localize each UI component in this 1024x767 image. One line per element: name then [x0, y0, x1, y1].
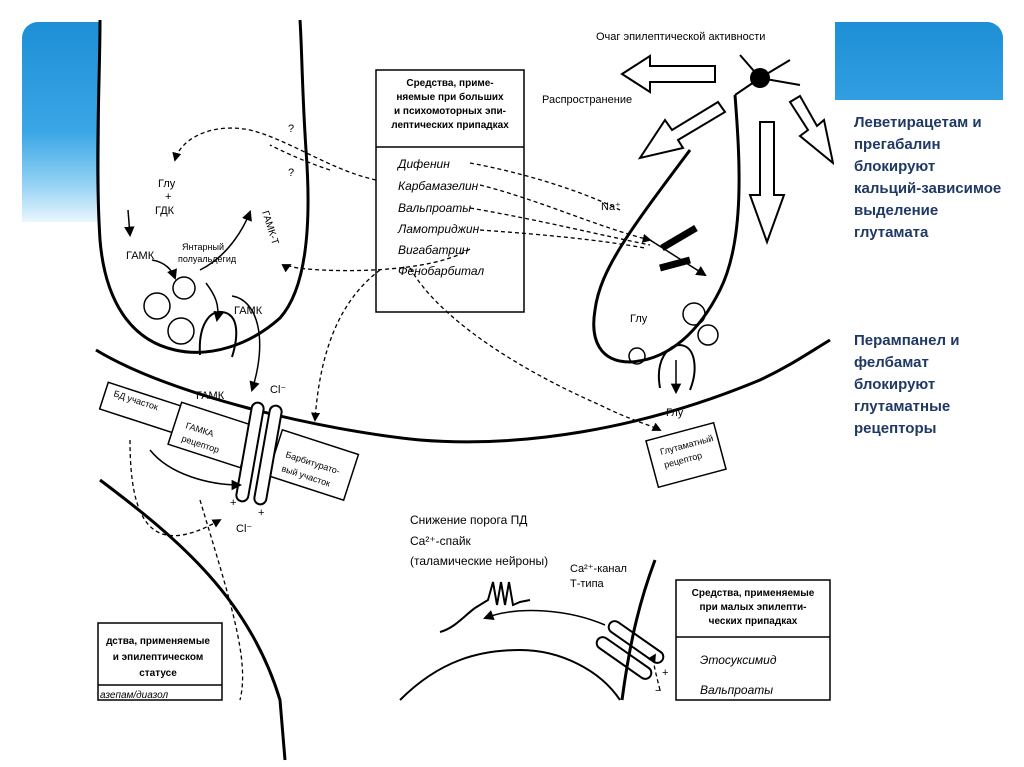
gaba-label-2: ГАМК [234, 305, 263, 317]
box-major-drugs [375, 69, 525, 313]
spread-arrow [748, 121, 786, 245]
na-channel [659, 256, 691, 272]
box-major-header-1: Средства, приме- [406, 78, 493, 89]
drug-carbamazepine: Карбамазелин [398, 179, 479, 193]
ca-t-channel [607, 620, 665, 664]
synapse-diagram: Очаг эпилептической активности Распростр… [95, 19, 834, 761]
question-1: ? [288, 123, 294, 135]
vesicle [697, 324, 719, 346]
chloride-channel [253, 404, 283, 506]
gdk-label: ГДК [155, 205, 175, 217]
chloride-channel [235, 401, 265, 503]
chloride-label-2: Cl⁻ [236, 523, 252, 535]
vesicle [143, 292, 171, 320]
postsynaptic-membrane [95, 338, 831, 444]
box-status-header-1: дства, применяемые [106, 636, 210, 647]
drug-difenin: Дифенин [396, 157, 450, 171]
bd-site [98, 381, 186, 435]
drug-vigabatrin: Вигабатрин [398, 243, 469, 257]
chloride-label: Cl⁻ [270, 384, 286, 396]
glutamate-terminal [592, 94, 741, 364]
drug-lamotrigine: Ламотриджин [397, 222, 480, 236]
drug-phenobarbital: Фенобарбитал [398, 264, 484, 278]
spread-arrow [620, 54, 716, 94]
question-2: ? [288, 167, 294, 179]
na-channel [660, 224, 698, 252]
spike-label: Ca²⁺-спайк [410, 534, 472, 548]
glu-cleft-label: Глу [666, 407, 684, 419]
note-release-blockers: Леветирацетам и прегабалин блокируют кал… [854, 114, 1002, 241]
vesicle [172, 276, 196, 300]
box-minor-header-3: ческих припадках [709, 616, 798, 627]
plus-sign: + [165, 191, 171, 203]
drug-valproate-minor: Вальпроаты [700, 683, 773, 697]
minus-sign: − [655, 685, 661, 697]
vesicle [167, 317, 195, 345]
box-status-drug: азепам/диазол [100, 690, 168, 701]
semialdehyde-2: полуальдегид [178, 254, 237, 264]
note-receptor-blockers: Перампанел и фелбамат блокируют глутамат… [854, 332, 960, 437]
plus-sign-2: + [230, 497, 236, 509]
decor-band-left [22, 22, 100, 222]
box-minor-header-2: при малых эпилепти- [699, 602, 806, 613]
drug-ethosuximide: Этосуксимид [700, 653, 777, 667]
spread-label: Распространение [542, 94, 632, 106]
threshold-label: Снижение порога ПД [410, 513, 527, 527]
transaminase-label: ГАМК-Т [259, 210, 280, 247]
thalamic-membrane [620, 559, 657, 701]
na-label: Na⁺ [601, 201, 621, 213]
drug-valproate: Вальпроаты [398, 201, 471, 215]
plus-sign-3: + [258, 507, 264, 519]
ca-t-channel [595, 636, 653, 680]
box-minor-drugs [675, 579, 831, 701]
spread-arrow [788, 94, 834, 166]
cell-body-left [99, 478, 287, 761]
box-status-header-2: и эпилептическом [113, 652, 204, 663]
box-minor-header-1: Средства, применяемые [692, 588, 815, 599]
notes-panel [835, 100, 1003, 745]
box-major-header-4: лептических припадках [391, 120, 509, 131]
channel-label-1: Ca²⁺-канал [570, 563, 627, 575]
exocytosis-vesicle [657, 343, 696, 391]
glu-label: Глу [158, 178, 176, 190]
presynaptic-terminal [96, 19, 310, 354]
box-major-header-3: и психомоторных эпи- [394, 106, 506, 117]
gaba-label: ГАМК [126, 250, 155, 262]
box-status-header-3: статусе [139, 668, 177, 679]
vesicle [628, 347, 646, 365]
channel-label-2: Т-типа [570, 578, 605, 590]
box-major-header-2: няемые при больших [396, 91, 504, 103]
plus-sign-4: + [662, 667, 668, 679]
semialdehyde-1: Янтарный [182, 242, 224, 252]
glutamate-receptor [645, 421, 727, 489]
vesicle [682, 302, 706, 326]
box-status-drugs [97, 622, 223, 701]
glu-vesicle-label: Глу [630, 313, 648, 325]
ca-spike-trace [439, 581, 531, 633]
thalamic-membrane [399, 648, 621, 701]
gaba-cleft-label: ГАМК [196, 390, 225, 402]
neurons-label: (таламические нейроны) [410, 554, 548, 568]
spread-arrow [637, 100, 727, 160]
focus-title: Очаг эпилептической активности [596, 31, 765, 43]
